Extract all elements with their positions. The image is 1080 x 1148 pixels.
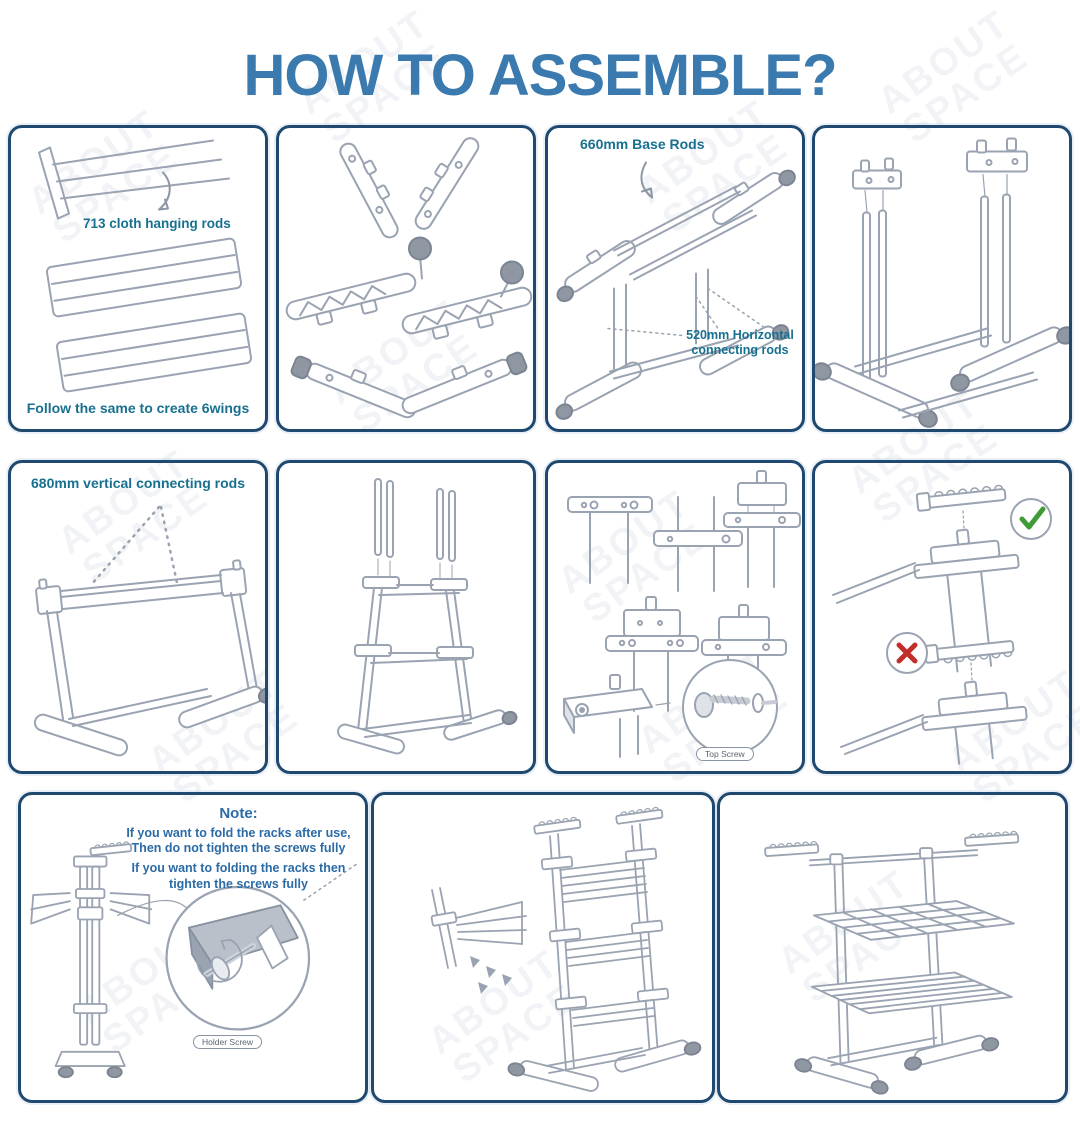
panel-note-holder-screw: Note: If you want to fold the racks afte… — [18, 792, 368, 1103]
ladder-frame-illustration — [337, 478, 518, 755]
wings-illustration — [38, 139, 253, 393]
holder-screw-illustration — [30, 841, 360, 1079]
label-520mm-line1: 520mm Horizontal — [686, 328, 794, 342]
wheel-icon — [500, 260, 524, 285]
hanger-arm-up — [915, 484, 1007, 512]
panel-step7-top-screw: Top Screw — [545, 460, 805, 774]
panel-step1-wings: 713 cloth hanging rods Follow the same t… — [8, 125, 268, 432]
label-660mm-base-rods: 660mm Base Rods — [580, 136, 705, 152]
note-line3: If you want to folding the racks then — [131, 861, 346, 875]
note-line4: tighten the screws fully — [169, 876, 308, 891]
base-rods-illustration — [555, 161, 796, 420]
panel-step5-vertical-connecting-rods: 680mm vertical connecting rods — [8, 460, 268, 774]
panel-final-assembly — [717, 792, 1068, 1103]
panel-partial-assembly — [371, 792, 715, 1103]
label-create-6wings: Follow the same to create 6wings — [26, 400, 250, 416]
panel-step8-hanger-orientation — [812, 460, 1072, 774]
final-assembly-illustration — [764, 830, 1020, 1095]
check-icon — [1010, 498, 1052, 540]
note-line2: Then do not tighten the screws fully — [131, 841, 346, 856]
label-680mm-rods: 680mm vertical connecting rods — [31, 475, 245, 491]
curved-arrow-icon — [158, 171, 171, 211]
curved-arrow-icon — [640, 161, 653, 199]
panel-step2-base-parts — [276, 125, 536, 432]
fold-direction-arrows — [470, 956, 512, 994]
panel-step6-ladder-frame — [276, 460, 536, 774]
wheel-icon — [408, 236, 432, 261]
partial-assembly-illustration — [430, 806, 702, 1092]
cross-icon — [886, 632, 928, 674]
label-520mm-line2: connecting rods — [691, 343, 789, 357]
top-screw-badge: Top Screw — [696, 747, 754, 761]
note-line1: If you want to fold the racks after use, — [126, 825, 351, 840]
hanger-arm-down — [923, 640, 1015, 664]
frame-illustration — [33, 505, 265, 757]
bracket-steps-illustration — [563, 470, 801, 758]
panel-step4-vertical-poles — [812, 125, 1072, 432]
base-parts-illustration — [285, 137, 533, 419]
holder-screw-badge: Holder Screw — [193, 1035, 263, 1049]
vertical-poles-illustration — [815, 137, 1069, 428]
screw-detail-icon — [694, 692, 777, 718]
label-713-rods: 713 cloth hanging rods — [83, 216, 231, 231]
page-title: HOW TO ASSEMBLE? — [243, 43, 838, 108]
note-heading: Note: — [219, 805, 258, 822]
hanger-orientation-illustration — [832, 484, 1052, 765]
panel-step3-base-rods: 660mm Base Rods 520mm Horizontal connect… — [545, 125, 805, 432]
holder-screw-detail-icon — [188, 904, 299, 990]
